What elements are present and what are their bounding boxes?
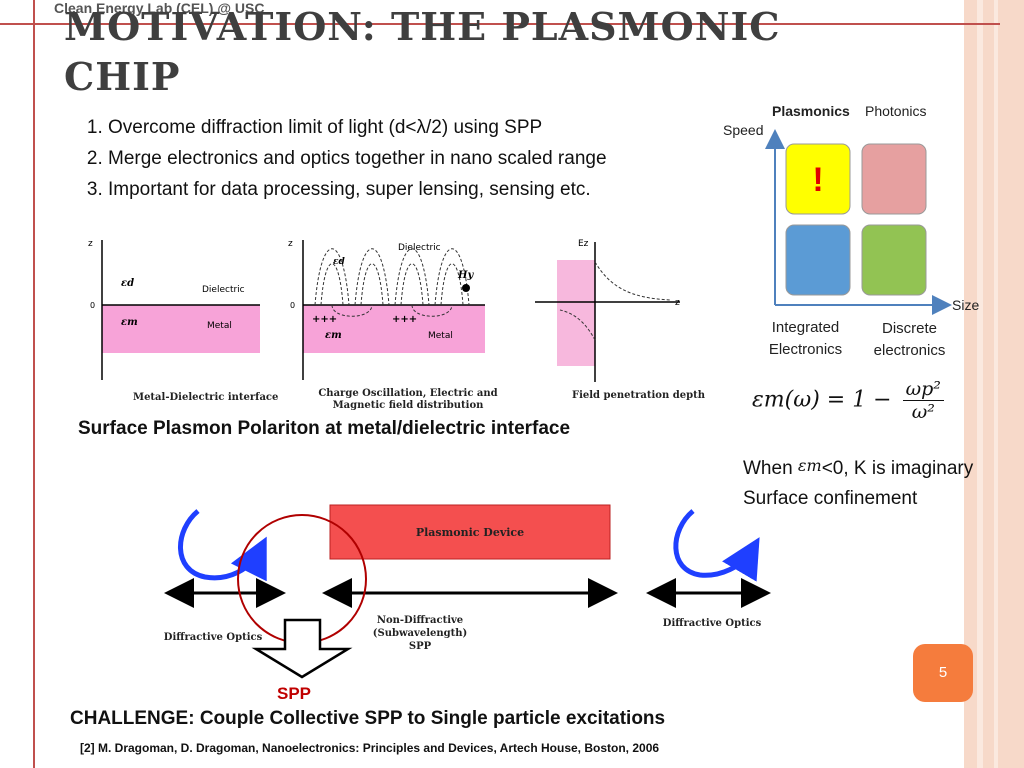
non-diffractive-label: Non-Diffractive (Subwavelength) SPP: [372, 615, 468, 652]
right-border-decoration: [964, 0, 1024, 768]
interface-diagram: z 0 εd Dielectric εm Metal: [88, 239, 260, 380]
slide-number-badge: 5: [913, 644, 973, 702]
diffractive-optics-left: Diffractive Optics: [164, 632, 263, 643]
caption-oscillation: Charge Oscillation, Electric and Magneti…: [318, 388, 498, 411]
plus-charges: +++: [392, 314, 417, 325]
plasmonics-box: [785, 143, 851, 215]
list-item: Overcome diffraction limit of light (d<λ…: [108, 112, 607, 143]
origin-label: 0: [90, 301, 95, 310]
charge-oscillation-diagram: z 0 εd Dielectric Hy +++ +++ εm Metal: [288, 239, 485, 380]
metal-region: [303, 305, 485, 353]
diffractive-optics-right: Diffractive Optics: [663, 618, 762, 629]
plasmonic-device-label: Plasmonic Device: [416, 526, 524, 539]
integrated-electronics-box: [785, 224, 851, 296]
plasmonic-device-box: [329, 504, 611, 560]
challenge-text: CHALLENGE: Couple Collective SPP to Sing…: [70, 708, 666, 729]
condition-symbol: εm: [797, 456, 822, 475]
discrete-electronics-label: Discrete electronics: [873, 320, 946, 359]
list-item: Important for data processing, super len…: [108, 174, 607, 205]
epsilon-m-label: εm: [121, 317, 138, 328]
down-arrow-icon: [251, 618, 353, 679]
plasmonics-label: Plasmonics: [772, 103, 850, 119]
ez-label: Ez: [578, 239, 589, 249]
photonics-label: Photonics: [865, 103, 926, 119]
plus-charges: +++: [312, 314, 337, 325]
discrete-electronics-box: [861, 224, 927, 296]
dielectric-label: Dielectric: [398, 243, 441, 253]
speed-label: Speed: [723, 122, 763, 138]
slide-title: MOTIVATION: THE PLASMONIC CHIP: [64, 4, 781, 99]
epsilon-d-label: εd: [121, 278, 134, 289]
epsilon-d-label: εd: [333, 257, 345, 267]
incoming-light-arrow: [178, 509, 267, 582]
list-item: Merge electronics and optics together in…: [108, 143, 607, 174]
field-penetration-diagram: Ez z: [535, 239, 680, 382]
left-red-rule: [33, 0, 35, 768]
technology-matrix: ! Speed Size Plasmonics Photonics: [723, 103, 979, 315]
imaginary-condition: When εm<0, K is imaginary: [743, 456, 973, 480]
size-label: Size: [952, 297, 979, 313]
photonics-box: [861, 143, 927, 215]
permittivity-equation: εm(ω) = 1 − ωp² ω²: [752, 378, 944, 423]
origin-label: 0: [290, 301, 295, 310]
surface-confinement: Surface confinement: [743, 488, 918, 509]
metal-label: Metal: [428, 331, 453, 341]
exclamation-icon: !: [812, 161, 823, 199]
integrated-electronics-label: Integrated Electronics: [768, 319, 843, 358]
equation-lhs: εm(ω) = 1 −: [752, 387, 892, 413]
condition-prefix: When: [743, 458, 798, 479]
lab-header: Clean Energy Lab (CEL) @ USC: [54, 0, 265, 16]
motivation-list: Overcome diffraction limit of light (d<λ…: [70, 112, 607, 205]
dielectric-label: Dielectric: [202, 285, 245, 295]
spp-label: SPP: [277, 684, 312, 703]
equation-numerator: ωp²: [902, 378, 944, 401]
metal-region: [102, 305, 260, 353]
condition-suffix: <0, K is imaginary: [821, 458, 974, 479]
spp-caption: Surface Plasmon Polariton at metal/diele…: [78, 418, 571, 439]
plasmonic-device-diagram: Plasmonic Device Diffractive Optics Diff…: [164, 504, 771, 679]
z-axis-label: z: [88, 239, 93, 249]
outgoing-light-arrow: [673, 509, 760, 582]
top-red-rule: [0, 23, 1000, 25]
hy-label: Hy: [457, 270, 474, 281]
z-axis-label: z: [288, 239, 293, 249]
reference: [2] M. Dragoman, D. Dragoman, Nanoelectr…: [80, 741, 660, 755]
equation-denominator: ω²: [911, 401, 935, 423]
z-axis-label: z: [675, 298, 680, 308]
metal-slab: [557, 260, 595, 366]
epsilon-m-label: εm: [325, 330, 342, 341]
caption-penetration: Field penetration depth: [572, 390, 705, 401]
metal-label: Metal: [207, 321, 232, 331]
caption-interface: Metal-Dielectric interface: [133, 392, 279, 403]
